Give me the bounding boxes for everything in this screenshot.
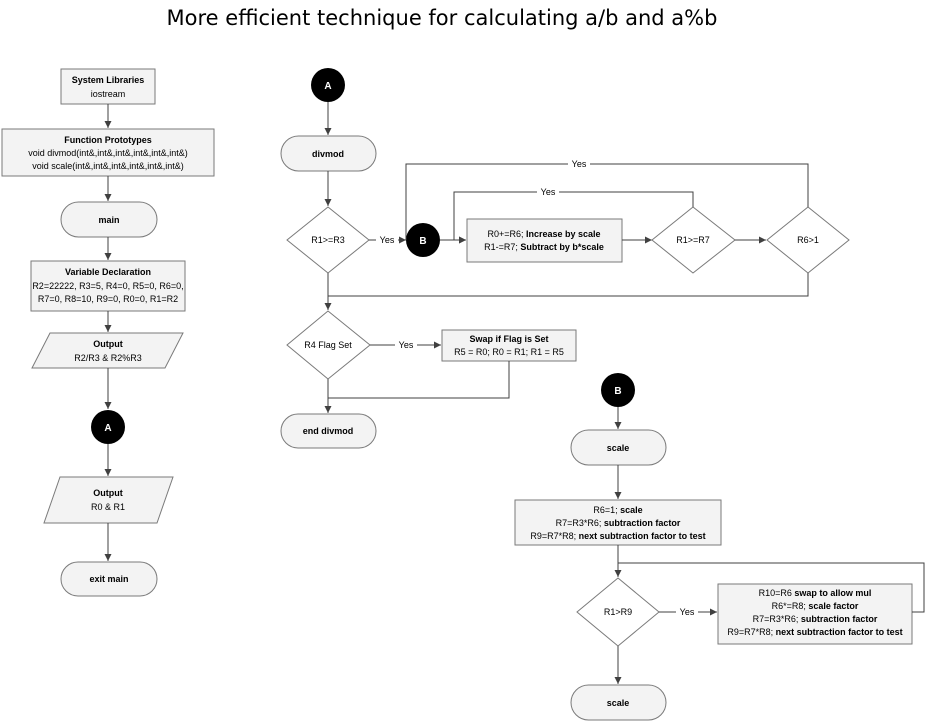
scale-init-line1: R6=1; scale [593,505,642,515]
divmod-label: divmod [312,149,344,159]
output2-title: Output [93,488,123,498]
exit-main-label: exit main [89,574,128,584]
diagram-title: More efficient technique for calculating… [167,6,718,30]
yes-label-r1-gt-r9: Yes [680,607,695,617]
swap-body: R5 = R0; R0 = R1; R1 = R5 [454,347,564,357]
prototype-divmod: void divmod(int&,int&,int&,int&,int&,int… [28,148,188,158]
yes-label-r1-ge-r7: Yes [541,187,556,197]
exit-main-terminator [60,561,158,597]
system-libraries-body: iostream [91,89,126,99]
decision-r1-ge-r3-label: R1>=R3 [311,235,345,245]
connector-b-scale-label: B [614,386,621,397]
subtract-line: R1-=R7; Subtract by b*scale [484,242,604,252]
connector-a-main [91,410,125,444]
decision-r6-gt-1-label: R6>1 [797,235,819,245]
connector-a-main-label: A [104,423,111,434]
system-libraries-box [60,68,156,105]
scale-init-box [514,499,722,546]
yes-label-r6-gt-1: Yes [572,159,587,169]
output-parallelogram-2 [43,476,174,524]
scale-loop-line3: R7=R3*R6; subtraction factor [753,614,878,624]
yes-label-r1-ge-r3: Yes [380,235,395,245]
variable-declaration-title: Variable Declaration [65,267,151,277]
scale-end-terminator [570,684,667,721]
decision-r1-ge-r7 [651,206,736,274]
decision-r1-gt-r9-label: R1>R9 [604,607,632,617]
prototype-scale: void scale(int&,int&,int&,int&,int&,int&… [32,161,184,171]
variable-declaration-line2: R7=0, R8=10, R9=0, R0=0, R1=R2 [38,294,178,304]
connector-b-divmod [406,223,440,257]
scale-loop-line2: R6*=R8; scale factor [772,601,859,611]
end-divmod-label: end divmod [303,426,354,436]
function-prototypes-box [1,128,215,177]
end-divmod-terminator [280,413,377,449]
function-prototypes-title: Function Prototypes [64,135,152,145]
main-terminator [60,201,158,238]
scale-loop-box [717,583,913,645]
output-parallelogram-1 [31,332,184,369]
decision-flag-set-label: R4 Flag Set [304,340,352,350]
connector-b-divmod-label: B [419,236,426,247]
decision-r1-ge-r7-label: R1>=R7 [676,235,710,245]
connector-a-divmod-label: A [324,81,331,92]
output2-body: R0 & R1 [91,502,125,512]
scale-flow: B scale R6=1; scale R7=R3*R6; subtractio… [514,373,925,721]
scale-label: scale [607,443,630,453]
connector-b-scale [601,373,635,407]
variable-declaration-box [30,260,186,312]
scale-loop-line1: R10=R6 swap to allow mul [759,588,872,598]
scale-init-line3: R9=R7*R8; next subtraction factor to tes… [530,531,705,541]
divmod-flow: A divmod R1>=R3 Yes B R0+=R6; Increase b… [280,68,850,449]
increase-line: R0+=R6; Increase by scale [487,229,600,239]
scale-loop-line4: R9=R7*R8; next subtraction factor to tes… [727,627,902,637]
scale-end-label: scale [607,698,630,708]
system-libraries-title: System Libraries [72,75,145,85]
yes-label-flag: Yes [399,340,414,350]
increase-subtract-box [466,218,623,263]
swap-title: Swap if Flag is Set [469,334,548,344]
output1-title: Output [93,339,123,349]
scale-init-line2: R7=R3*R6; subtraction factor [556,518,681,528]
connector-a-divmod [311,68,345,102]
main-flow: System Libraries iostream Function Proto… [1,68,215,597]
variable-declaration-line1: R2=22222, R3=5, R4=0, R5=0, R6=0, [32,281,183,291]
main-label: main [98,215,119,225]
output1-body: R2/R3 & R2%R3 [74,353,142,363]
